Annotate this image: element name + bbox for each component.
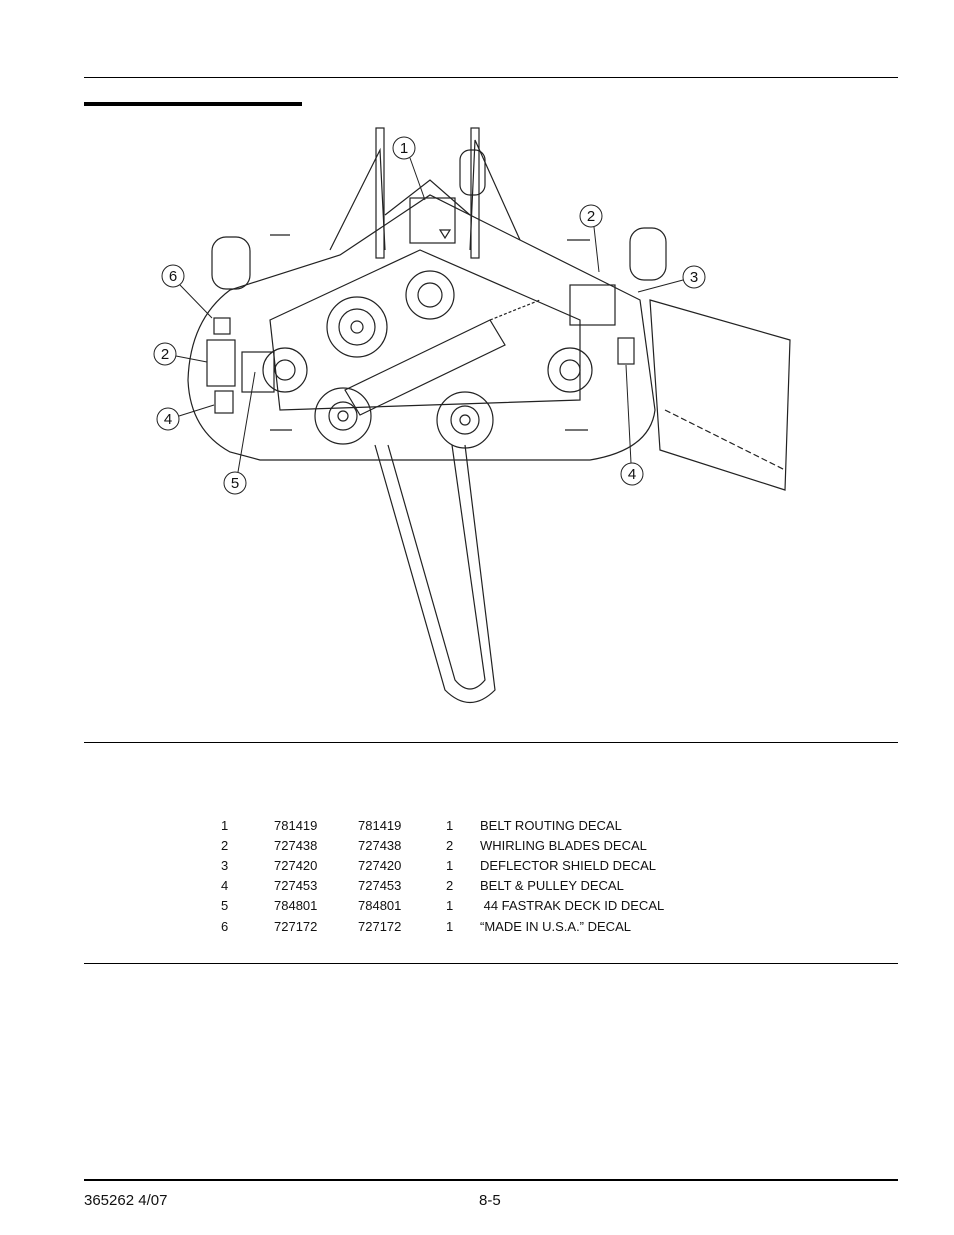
pulley-center-top (326, 296, 388, 358)
part-number: 727420 (274, 858, 318, 873)
tension-arm (344, 319, 506, 416)
pulley-left (262, 347, 308, 393)
pulley-right (547, 347, 593, 393)
part-number: 727420 (358, 858, 402, 873)
pulley-idler (405, 270, 455, 320)
svg-text:4: 4 (628, 466, 636, 483)
ref-number: 4 (221, 878, 229, 893)
hitch-post-right (470, 127, 480, 259)
quantity: 1 (446, 919, 454, 934)
document-number: 365262 4/07 (84, 1192, 168, 1209)
callout-6: 6 (161, 264, 213, 319)
discharge-chute (649, 299, 791, 491)
part-number: 727172 (274, 919, 318, 934)
belt-cover (269, 249, 581, 411)
chain (489, 299, 541, 321)
table-row: 3 727420 727420 1 DEFLECTOR SHIELD DECAL (0, 858, 954, 878)
callout-5: 5 (223, 371, 256, 495)
part-number: 784801 (358, 898, 402, 913)
decal-made-in-usa (213, 317, 231, 335)
callout-4-right: 4 (620, 364, 644, 486)
table-row: 2 727438 727438 2 WHIRLING BLADES DECAL (0, 838, 954, 858)
svg-text:4: 4 (164, 411, 172, 428)
table-row: 1 781419 781419 1 BELT ROUTING DECAL (0, 818, 954, 838)
wheel-top (459, 149, 486, 196)
quantity: 2 (446, 878, 454, 893)
part-number: 727453 (274, 878, 318, 893)
svg-text:2: 2 (161, 346, 169, 363)
description: DEFLECTOR SHIELD DECAL (480, 858, 657, 873)
table-bottom-rule (84, 963, 898, 964)
header-rule (84, 77, 898, 78)
ref-number: 2 (221, 838, 229, 853)
decal-belt-routing (409, 197, 456, 244)
ref-number: 1 (221, 818, 229, 833)
ref-number: 3 (221, 858, 229, 873)
deck-outline (187, 194, 656, 461)
decal-whirling-blades-right (569, 284, 616, 326)
description: BELT ROUTING DECAL (480, 818, 622, 833)
decal-belt-pulley-left (214, 390, 234, 414)
part-number: 784801 (274, 898, 318, 913)
wheel-right (629, 227, 667, 281)
callout-1: 1 (392, 136, 426, 201)
table-row: 6 727172 727172 1 “MADE IN U.S.A.” DECAL (0, 919, 954, 939)
svg-text:2: 2 (587, 208, 595, 225)
part-number: 727172 (358, 919, 402, 934)
part-number: 727438 (358, 838, 402, 853)
decal-belt-pulley-right (617, 337, 635, 365)
quantity: 1 (446, 818, 454, 833)
svg-text:6: 6 (169, 268, 177, 285)
ref-number: 5 (221, 898, 229, 913)
hitch-arm (384, 179, 471, 216)
table-row: 5 784801 784801 1 44 FASTRAK DECK ID DEC… (0, 898, 954, 918)
svg-text:5: 5 (231, 475, 239, 492)
decal-deck-id (241, 351, 275, 393)
wheel-left (211, 236, 251, 290)
callout-4-left: 4 (156, 404, 215, 431)
svg-text:3: 3 (690, 269, 698, 286)
page-number: 8-5 (479, 1192, 501, 1209)
pulley-bottom-left (314, 387, 372, 445)
quantity: 1 (446, 858, 454, 873)
section-title-bar (84, 102, 302, 106)
svg-text:1: 1 (400, 140, 408, 157)
description: BELT & PULLEY DECAL (480, 878, 624, 893)
part-number: 727438 (274, 838, 318, 853)
footer-rule (84, 1179, 898, 1181)
quantity: 1 (446, 898, 454, 913)
table-top-rule (84, 742, 898, 743)
hitch-post-left (375, 127, 385, 259)
ref-number: 6 (221, 919, 229, 934)
part-number: 781419 (358, 818, 402, 833)
drive-belt (374, 444, 496, 704)
description: 44 FASTRAK DECK ID DECAL (480, 898, 665, 913)
mower-deck-illustration: 1 2 3 6 2 4 5 (153, 127, 791, 704)
decal-whirling-blades-left (206, 339, 236, 387)
part-number: 727453 (358, 878, 402, 893)
hitch-bracket (329, 139, 521, 251)
description: WHIRLING BLADES DECAL (480, 838, 647, 853)
callout-3: 3 (637, 265, 706, 293)
pulley-bottom-right (436, 391, 494, 449)
quantity: 2 (446, 838, 454, 853)
table-row: 4 727453 727453 2 BELT & PULLEY DECAL (0, 878, 954, 898)
description: “MADE IN U.S.A.” DECAL (480, 919, 631, 934)
callout-2-right: 2 (579, 204, 603, 273)
part-number: 781419 (274, 818, 318, 833)
callout-2-left: 2 (153, 342, 208, 366)
